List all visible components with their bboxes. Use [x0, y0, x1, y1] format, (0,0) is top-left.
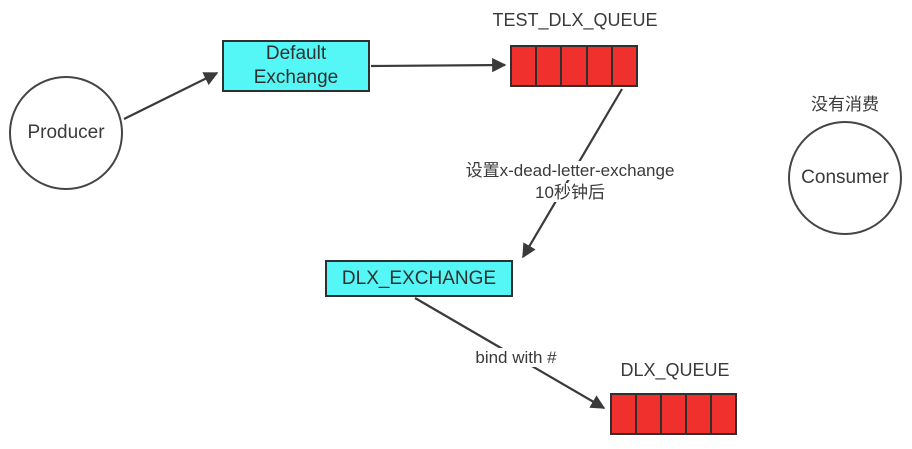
default-exchange-label-line2: Exchange — [253, 67, 339, 88]
queue-cell — [537, 47, 563, 85]
dead-letter-edge-label-line1: 设置x-dead-letter-exchange — [462, 161, 678, 180]
dead-letter-edge-label: 设置x-dead-letter-exchange 10秒钟后 — [430, 160, 710, 204]
consumer-label: Consumer — [801, 167, 889, 188]
producer-label: Producer — [27, 122, 105, 143]
bind-edge-label-text: bind with # — [472, 348, 560, 367]
bind-edge-label: bind with # — [436, 347, 596, 369]
dlx-exchange-node: DLX_EXCHANGE — [325, 260, 513, 297]
queue-cell — [662, 395, 687, 433]
default-exchange-label-line1: Default — [265, 43, 327, 64]
queue-cell — [512, 47, 538, 85]
dlx-queue-title: DLX_QUEUE — [620, 360, 730, 380]
consumer-node: Consumer — [788, 121, 902, 235]
queue-cell — [587, 47, 613, 85]
edge-default-exchange-to-test-dlx-queue — [370, 57, 507, 73]
test-dlx-queue-node — [510, 45, 638, 87]
dlx-queue-node — [610, 393, 737, 435]
dead-letter-edge-label-line2: 10秒钟后 — [532, 183, 608, 202]
queue-cell — [637, 395, 662, 433]
dlx-exchange-label: DLX_EXCHANGE — [341, 267, 497, 289]
edge-producer-to-default-exchange — [123, 72, 219, 120]
queue-cell — [712, 395, 735, 433]
default-exchange-node: Default Exchange — [222, 40, 370, 92]
queue-cell — [687, 395, 712, 433]
test-dlx-queue-title: TEST_DLX_QUEUE — [492, 10, 658, 30]
queue-cell — [562, 47, 588, 85]
queue-cell — [612, 47, 637, 85]
consumer-note: 没有消费 — [811, 95, 879, 114]
producer-node: Producer — [9, 76, 123, 190]
queue-cell — [612, 395, 637, 433]
